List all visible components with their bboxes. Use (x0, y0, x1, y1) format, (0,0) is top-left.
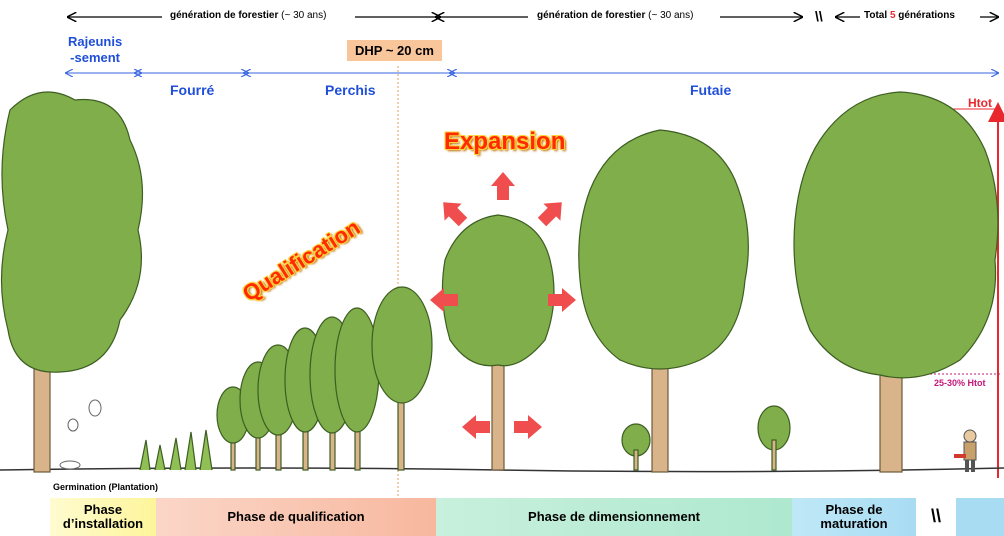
perchis-trees (216, 286, 433, 471)
stage-fourre: Fourré (170, 82, 215, 98)
phase-qualification: Phase de qualification (156, 498, 436, 536)
htot-label: Htot (968, 96, 992, 110)
expansion-tree (441, 214, 555, 471)
old-tree-left (0, 91, 144, 473)
break-mark-top: \\ (815, 8, 823, 24)
dhp-label: DHP ~ 20 cm (347, 40, 442, 61)
acorns (59, 399, 102, 470)
gen1-label: génération de forestier (~ 30 ans) (170, 10, 327, 21)
phase-continuation (956, 498, 1004, 536)
stage-rajeunissement: Rajeunis -sement (68, 34, 123, 65)
total-generations-label: Total 5 générations (864, 10, 955, 21)
futaie-tree (578, 129, 749, 473)
htot-percent-label: 25-30% Htot (934, 378, 986, 388)
mature-tree (793, 91, 999, 473)
saplings (139, 429, 213, 471)
germination-label: Germination (Plantation) (53, 482, 159, 492)
stage-futaie: Futaie (690, 82, 732, 98)
gen2-label: génération de forestier (~ 30 ans) (537, 10, 694, 21)
forester-figure (954, 429, 977, 472)
stage-perchis: Perchis (325, 82, 376, 98)
phase-dimensionnement: Phase de dimensionnement (436, 498, 792, 536)
phase-break-mark: \\ (930, 506, 941, 527)
expansion-label: Expansion (444, 128, 566, 155)
